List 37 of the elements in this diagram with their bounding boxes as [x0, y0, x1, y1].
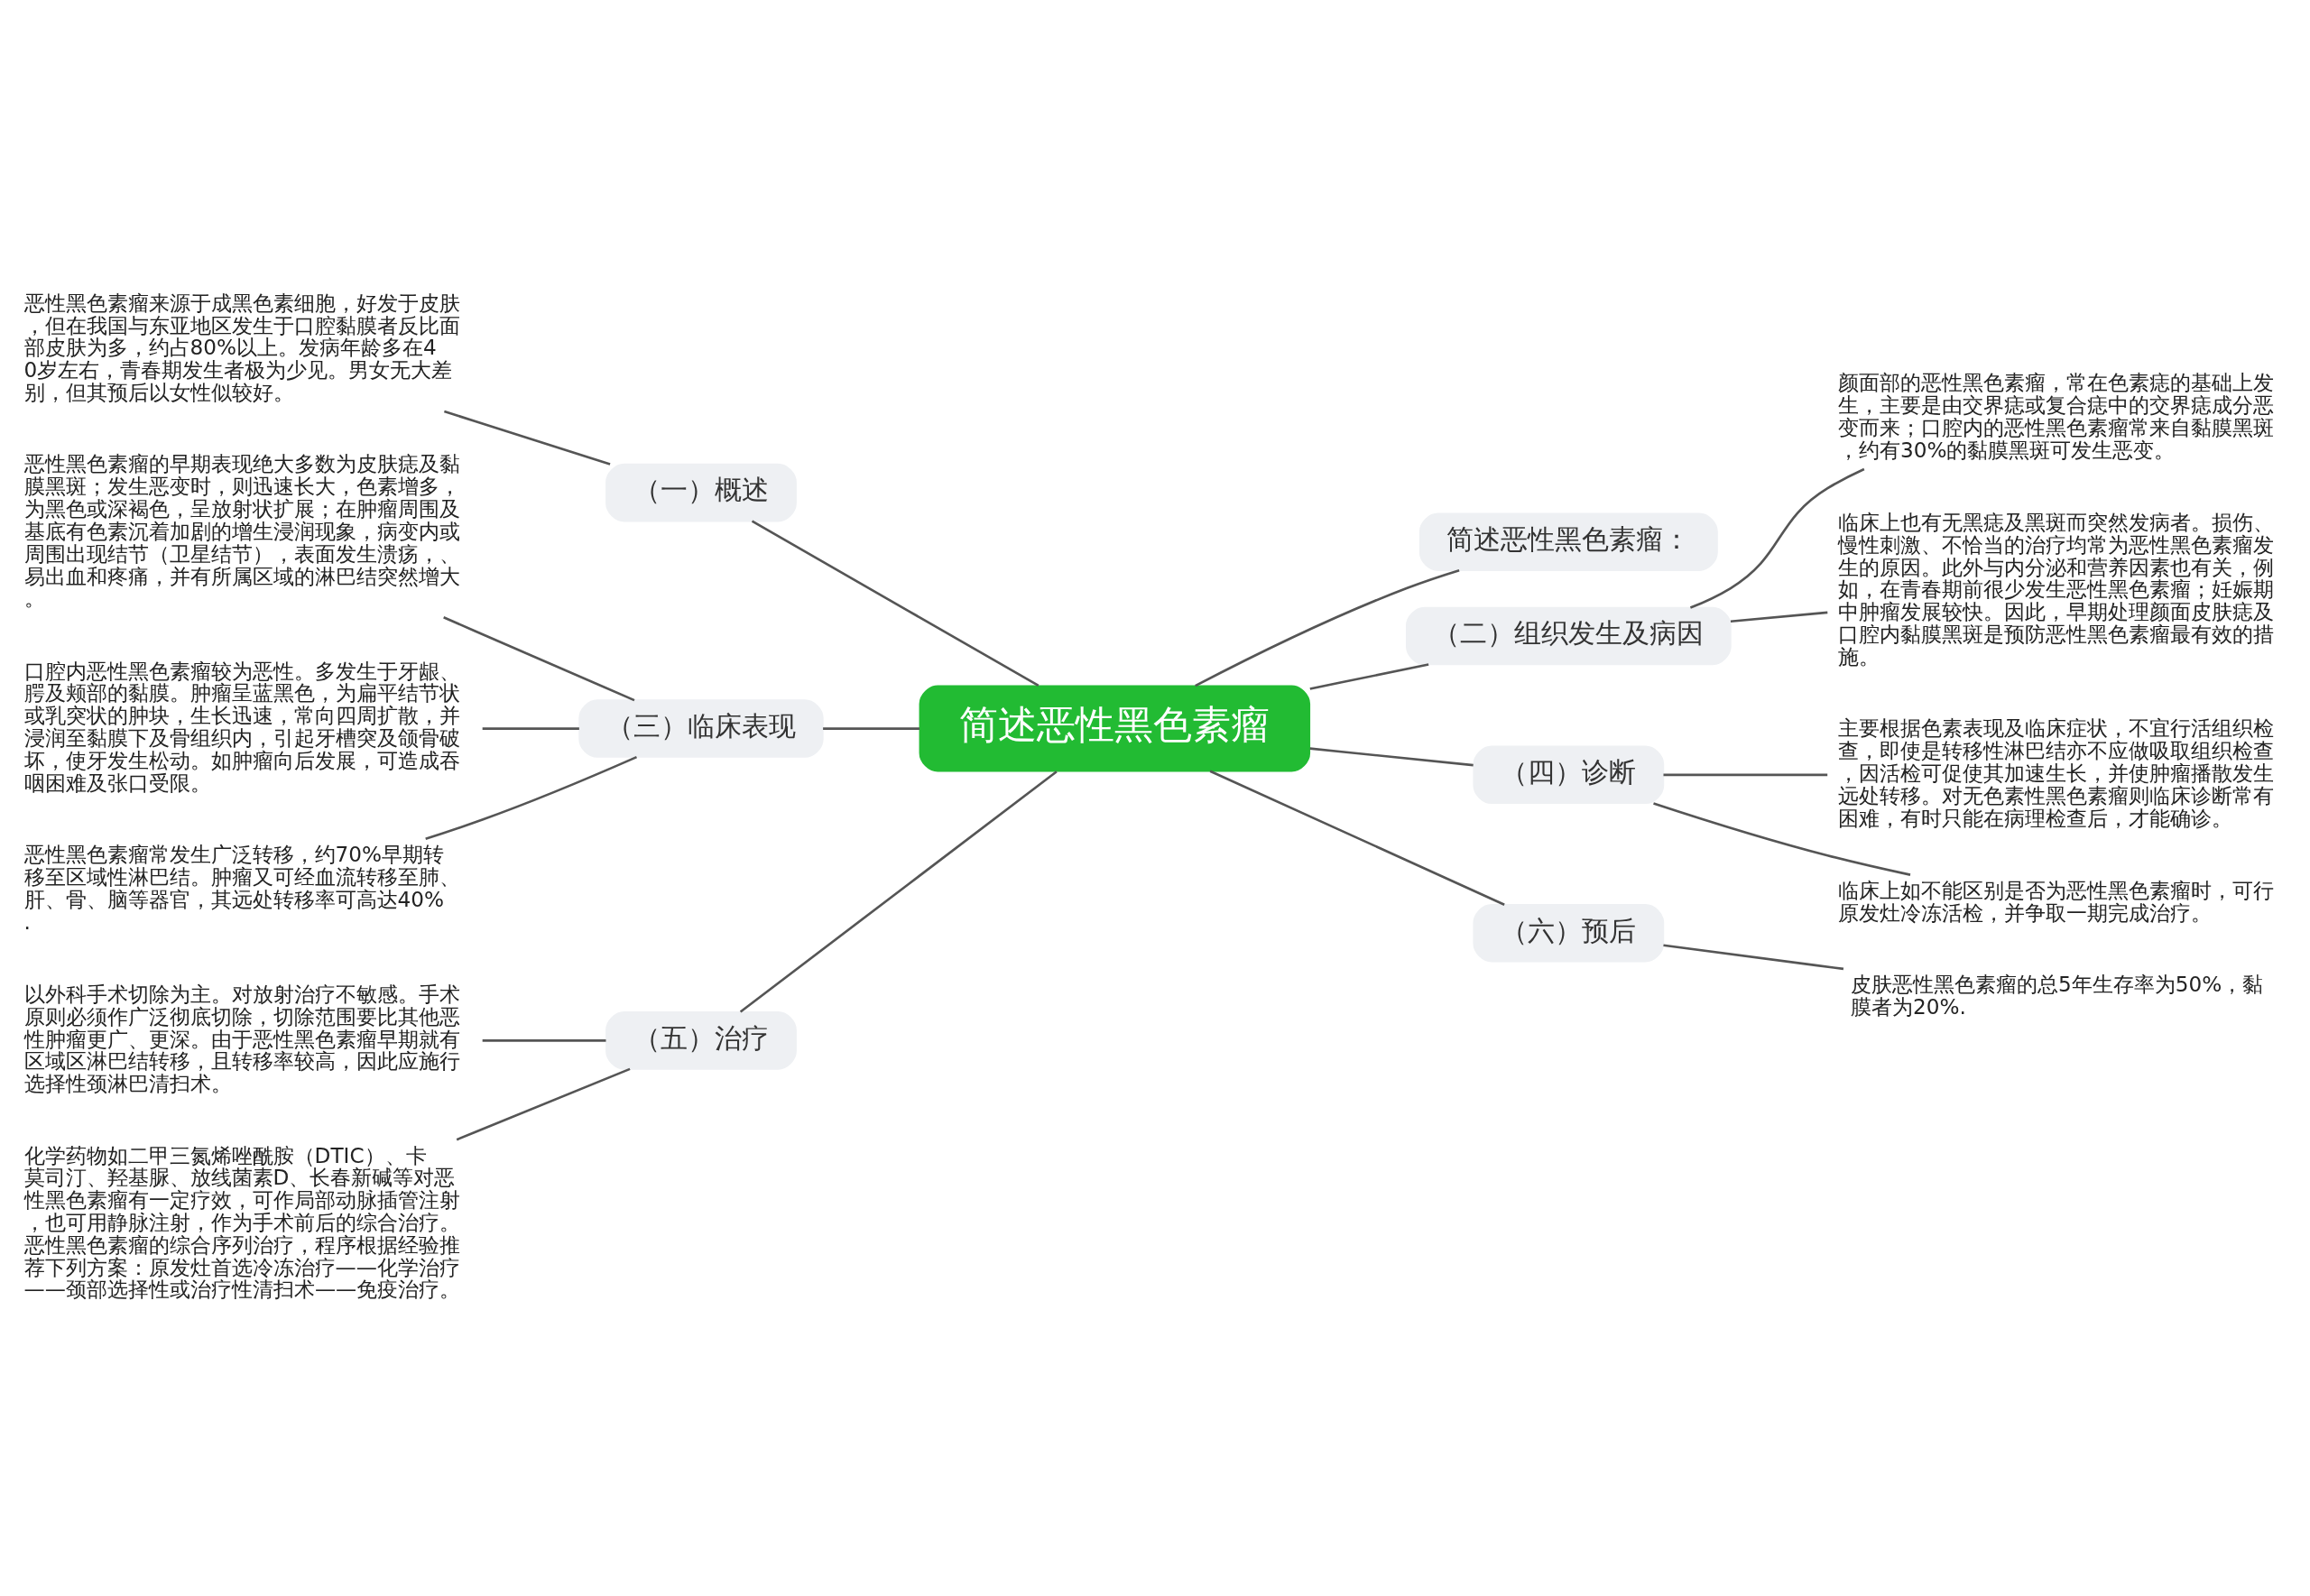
node-text: 临床上也有无黑痣及黑斑而突然发病者。损伤、慢性刺激、不恰当的治疗均常为恶性黑色素瘤发生的原因。此外与内分泌和营养因素也有关，例如，在青春期前很少发生恶性黑色素瘤；妊娠期中肿瘤发展较快。因此，早期处理颜面皮肤痣及口腔内黏膜黑斑是预防恶性黑色素瘤最有效的措施。	[1837, 511, 2274, 669]
connector	[456, 1067, 631, 1141]
node-text: 恶性黑色素瘤来源于成黑色素细胞，好发于皮肤，但在我国与东亚地区发生于口腔黏膜者反比面部皮肤为多，约占80%以上。发病年龄多在40岁左右，青春期发生者极为少见。男女无大差别，但其预后以女性似较好。	[23, 291, 460, 405]
connector	[823, 727, 919, 730]
node-box: （一）概述	[605, 463, 797, 522]
node-text: 以外科手术切除为主。对放射治疗不敏感。手术原则必须作广泛彻底切除，切除范围要比其他恶性肿瘤更广、更深。由于恶性黑色素瘤早期就有区域区淋巴结转移，且转移率较高，因此应施行选择性颈淋巴清扫术。	[23, 982, 460, 1096]
connector	[751, 520, 1040, 687]
node-box: （二）组织发生及病因	[1405, 606, 1732, 666]
node-box: （五）治疗	[605, 1011, 797, 1070]
node-text: 恶性黑色素瘤的早期表现绝大多数为皮肤痣及黏膜黑斑；发生恶变时，则迅速长大，色素增多，为黑色或深褐色，呈放射状扩展；在肿瘤周围及基底有色素沉着加剧的增生浸润现象，病变内或周围出现结节（卫星结节），表面发生溃疡，、易出血和疼痛，并有所属区域的淋巴结突然增大。	[23, 452, 460, 611]
node-box: （六）预后	[1473, 904, 1665, 963]
connector	[1309, 663, 1429, 690]
connector	[1663, 773, 1828, 777]
node-box: 简述恶性黑色素瘤	[919, 685, 1311, 772]
node-text: 口腔内恶性黑色素瘤较为恶性。多发生于牙龈、腭及颊部的黏膜。肿瘤呈蓝黑色，为扁平结节状或乳突状的肿块，生长迅速，常向四周扩散，并浸润至黏膜下及骨组织内，引起牙槽突及颌骨破坏，使牙发生松动。如肿瘤向后发展，可造成吞咽困难及张口受限。	[23, 659, 460, 795]
connector	[425, 755, 638, 841]
node-text: 恶性黑色素瘤常发生广泛转移，约70%早期转移至区域性淋巴结。肿瘤又可经血流转移至肺、肝、骨、脑等器官，其远处转移率可高达40%.	[23, 843, 460, 934]
connector	[444, 410, 611, 466]
node-text: 化学药物如二甲三氮烯唑酰胺（DTIC）、卡莫司汀、羟基脲、放线菌素D、长春新碱等对恶性黑色素瘤有一定疗效，可作局部动脉插管注射，也可用静脉注射，作为手术前后的综合治疗。恶性黑色素瘤的综合序列治疗，程序根据经验推荐下列方案：原发灶首选冷冻治疗——化学治疗——颈部选择性或治疗性清扫术——免疫治疗。	[23, 1143, 461, 1302]
connector	[482, 727, 579, 730]
node-box: （三）临床表现	[578, 699, 824, 758]
connector	[1663, 944, 1844, 971]
node-text: 主要根据色素表现及临床症状，不宜行活组织检查，即使是转移性淋巴结亦不应做吸取组织检查，因活检可促使其加速生长，并使肿瘤播散发生远处转移。对无色素性黑色素瘤则临床诊断常有困难，有时只能在病理检查后，才能确诊。	[1837, 716, 2274, 830]
node-text: 皮肤恶性黑色素瘤的总5年生存率为50%，黏膜者为20%.	[1851, 973, 2264, 1019]
node-text: 临床上如不能区别是否为恶性黑色素瘤时，可行原发灶冷冻活检，并争取一期完成治疗。	[1837, 878, 2274, 925]
node-text: 颜面部的恶性黑色素瘤，常在色素痣的基础上发生，主要是由交界痣或复合痣中的交界痣成分恶变而来；口腔内的恶性黑色素瘤常来自黏膜黑斑，约有30%的黏膜黑斑可发生恶变。	[1837, 371, 2274, 462]
connector	[1730, 611, 1828, 623]
connector	[739, 770, 1058, 1013]
connector	[1309, 747, 1474, 767]
connector	[1195, 568, 1460, 687]
connector	[482, 1039, 606, 1042]
connector	[443, 616, 635, 702]
node-box: （四）诊断	[1473, 745, 1665, 805]
connector	[1653, 802, 1911, 876]
connector	[1689, 467, 1865, 609]
node-box: 简述恶性黑色素瘤：	[1418, 512, 1718, 571]
connector	[1209, 770, 1505, 906]
